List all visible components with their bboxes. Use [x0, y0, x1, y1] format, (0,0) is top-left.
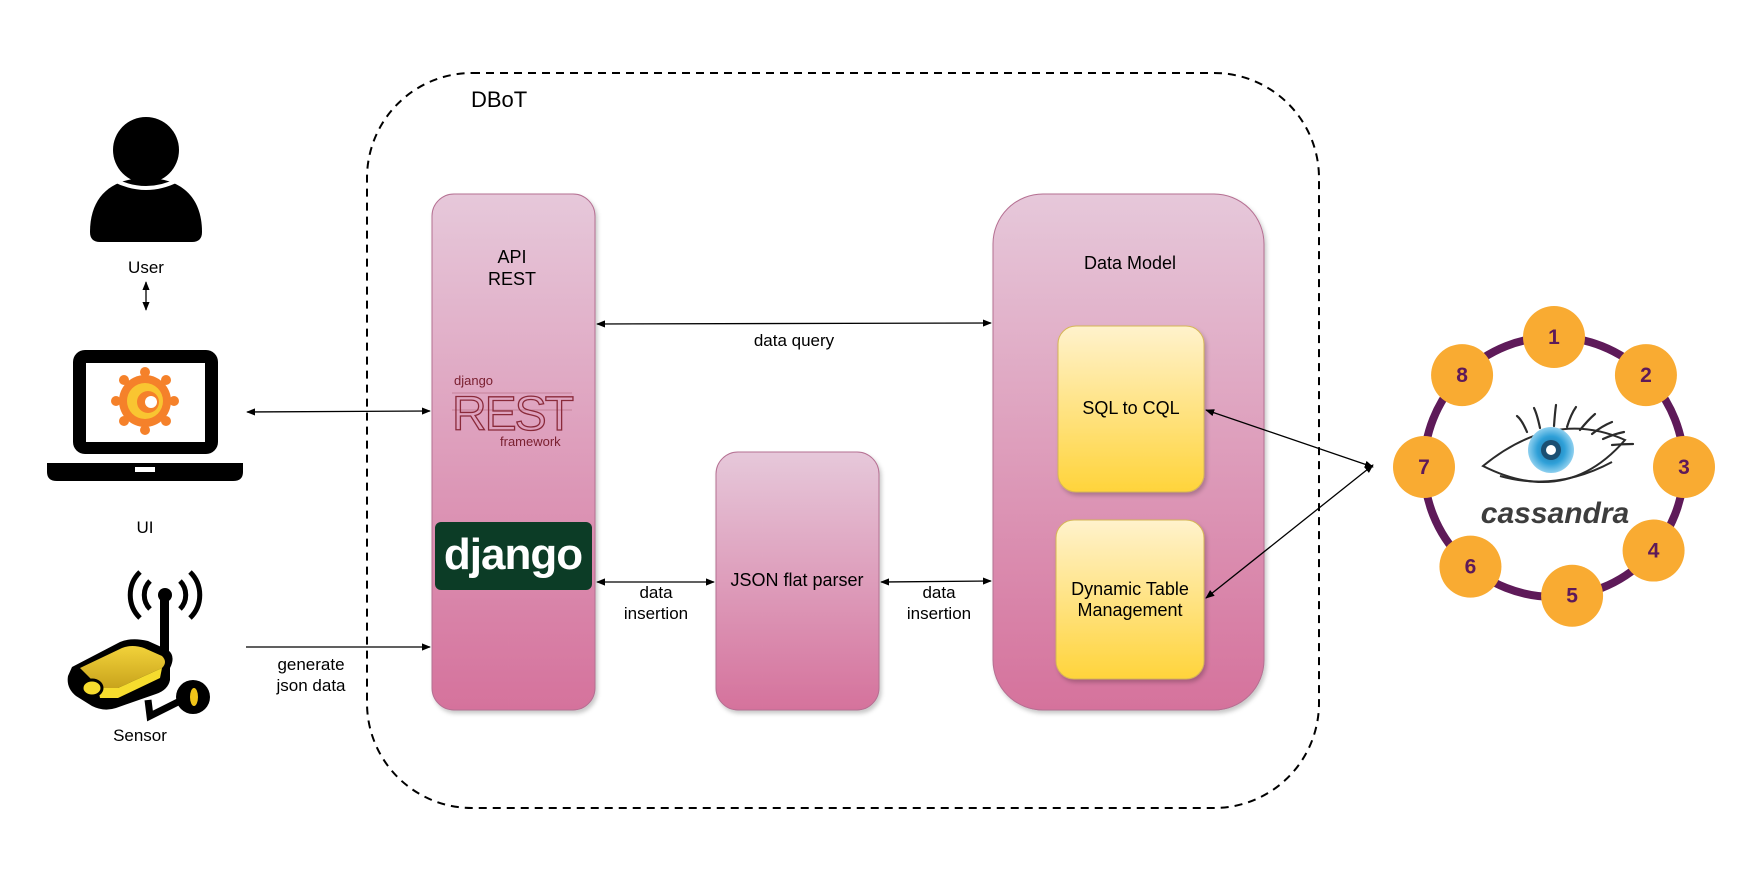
data-model-title: Data Model [1084, 253, 1176, 273]
drf-logo-framework: framework [500, 434, 561, 449]
insertion-right-line2: insertion [907, 604, 971, 623]
user-label: User [128, 258, 164, 277]
ui-label: UI [137, 518, 154, 537]
laptop-grafana-icon [47, 350, 243, 481]
parser-datamodel-arrow [880, 577, 992, 586]
cassandra-node-8: 8 [1431, 344, 1494, 407]
user-icon [90, 117, 202, 242]
drf-logo-small: django [454, 373, 493, 388]
sql-to-cql-label: SQL to CQL [1082, 398, 1179, 418]
insertion-left-line2: insertion [624, 604, 688, 623]
django-logo: django [435, 522, 592, 590]
cassandra-nodes: 1 2 3 4 5 6 7 8 [1393, 306, 1715, 627]
cassandra-node-7: 7 [1393, 436, 1455, 498]
cassandra-eye-icon [1481, 403, 1635, 483]
cassandra-node-4: 4 [1622, 519, 1685, 582]
cassandra-node-3: 3 [1653, 436, 1715, 498]
cassandra-node-label: 6 [1465, 556, 1477, 579]
cassandra-node-6: 6 [1439, 535, 1502, 598]
sql-to-cql-box: SQL to CQL [1057, 325, 1205, 493]
cassandra-node-label: 8 [1456, 364, 1468, 387]
data-query-label: data query [754, 331, 835, 350]
parser-label: JSON flat parser [730, 570, 863, 590]
dynamic-table-line1: Dynamic Table [1071, 579, 1189, 599]
sqlcql-cassandra-arrow [1205, 409, 1374, 468]
dynamic-table-box: Dynamic Table Management [1055, 519, 1205, 680]
drf-logo-rest: REST [452, 388, 574, 441]
django-logo-text: django [444, 530, 582, 579]
cassandra-node-1: 1 [1523, 306, 1585, 368]
data-model-box: Data Model SQL to CQL Dynamic Table Mana… [992, 193, 1265, 711]
cassandra-node-label: 3 [1678, 456, 1690, 479]
data-query-arrow [596, 319, 992, 328]
dbot-title: DBoT [471, 87, 527, 112]
sensor-label: Sensor [113, 726, 167, 745]
generate-line2: json data [276, 676, 347, 695]
insertion-left-line1: data [639, 583, 673, 602]
django-rest-framework-logo: django REST framework [451, 373, 576, 449]
cassandra-node-label: 1 [1548, 326, 1560, 349]
ui-api-arrow [246, 407, 431, 416]
cassandra-cluster: cassandra 1 2 3 4 5 6 7 8 [1393, 306, 1715, 627]
cassandra-node-label: 2 [1640, 364, 1652, 387]
dynamic-table-line2: Management [1077, 600, 1182, 620]
sensor-icon [67, 570, 210, 722]
api-title-line2: REST [488, 269, 536, 289]
api-title-line1: API [497, 247, 526, 267]
cassandra-node-label: 5 [1566, 585, 1578, 608]
grafana-logo [111, 367, 179, 435]
cassandra-node-label: 7 [1418, 456, 1430, 479]
insertion-right-line1: data [922, 583, 956, 602]
cassandra-node-5: 5 [1541, 564, 1604, 627]
api-rest-box: API REST django REST framework django [431, 193, 596, 711]
connectors [142, 281, 1374, 651]
cassandra-node-2: 2 [1614, 344, 1677, 407]
cassandra-node-label: 4 [1648, 540, 1660, 563]
json-parser-box: JSON flat parser [715, 451, 880, 711]
generate-line1: generate [277, 655, 344, 674]
cassandra-logo-text: cassandra [1481, 497, 1629, 530]
dyntable-cassandra-arrow [1205, 464, 1374, 599]
